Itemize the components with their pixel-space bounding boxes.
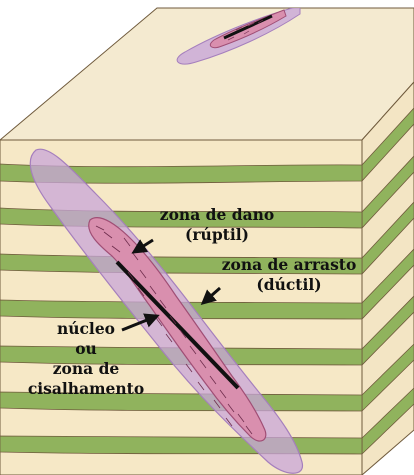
label-drag-zone-type: (dúctil)	[256, 275, 321, 294]
label-drag-zone: zona de arrasto	[222, 255, 357, 274]
label-damage-zone-type: (rúptil)	[185, 225, 249, 244]
label-shear-zone-2: cisalhamento	[28, 379, 144, 398]
block-top-face	[0, 6, 414, 140]
label-shear-zone-1: zona de	[53, 359, 120, 378]
label-core: núcleo	[57, 319, 115, 338]
block-front-face: zona de dano (rúptil) zona de arrasto (d…	[0, 140, 362, 475]
block-side-face	[362, 82, 414, 475]
front-layer-7	[0, 436, 362, 454]
label-core-or: ou	[75, 339, 97, 358]
label-damage-zone: zona de dano	[160, 205, 274, 224]
